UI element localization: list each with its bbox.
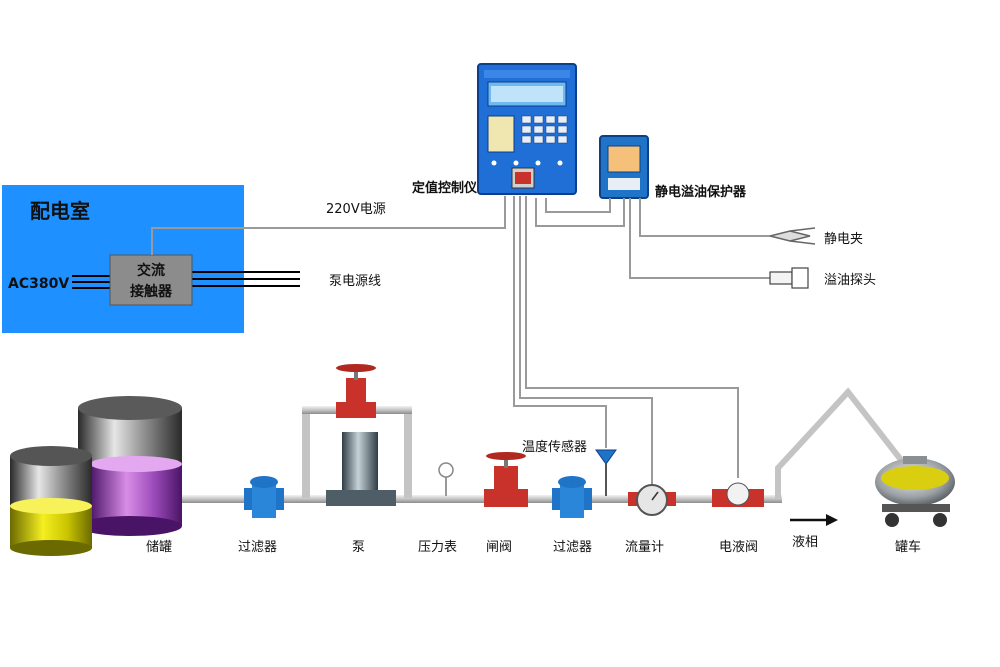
controller-label: 定值控制仪 — [411, 180, 478, 196]
supply-220v-label: 220V电源 — [326, 202, 386, 217]
pressure-gauge-label: 压力表 — [418, 540, 457, 555]
controller-header — [484, 70, 570, 78]
protector-label: 静电溢油保护器 — [655, 184, 747, 200]
filter-2 — [552, 476, 592, 518]
filter-1-cap — [250, 476, 278, 488]
temp-sensor-head — [595, 449, 617, 465]
tank-truck-label: 罐车 — [895, 539, 921, 555]
tank-front-bottom — [10, 540, 92, 556]
gauge-dial — [438, 462, 454, 478]
truck-chassis — [882, 504, 950, 512]
bypass-right — [404, 406, 412, 498]
flow-meter-label: 流量计 — [625, 540, 664, 555]
filter-2-cap — [558, 476, 586, 488]
controller-screen — [491, 86, 563, 102]
flow-direction-arrow — [790, 514, 838, 526]
overflow-protector-device — [599, 135, 649, 199]
room-title: 配电室 — [30, 199, 90, 223]
protector-display — [607, 145, 641, 173]
tank-back-bottom — [78, 516, 182, 536]
solenoid-valve — [712, 482, 764, 507]
gate-valve-label: 闸阀 — [486, 540, 512, 555]
terminal-red — [515, 172, 531, 184]
solenoid-valve-head — [726, 482, 750, 506]
bypass-gate-valve — [336, 364, 376, 418]
protector-panel — [608, 178, 640, 190]
supply-wire — [151, 196, 506, 255]
pump-base — [326, 490, 396, 506]
overflow-probe — [769, 267, 809, 289]
storage-tanks — [10, 396, 182, 556]
power-input-lines — [72, 271, 300, 289]
bypass-valve-bonnet — [346, 378, 366, 406]
pressure-gauge — [438, 462, 454, 496]
tank-back-top — [78, 396, 182, 420]
temp-sensor-label: 温度传感器 — [522, 439, 587, 455]
controller-field-wires — [513, 196, 739, 486]
pump — [326, 432, 396, 506]
filter-2-label: 过滤器 — [553, 540, 592, 555]
static-clamp-label: 静电夹 — [824, 232, 863, 247]
contactor-label-1: 交流 — [137, 262, 165, 279]
gate-valve — [484, 452, 528, 507]
tank-back-surface — [90, 456, 182, 472]
protector-wires — [535, 198, 770, 279]
truck-riser — [775, 387, 908, 499]
pump-label: 泵 — [352, 540, 365, 555]
contactor-box — [109, 254, 193, 306]
gate-valve-stem — [504, 454, 508, 468]
truck-wheel-left — [885, 513, 899, 527]
bypass-valve-wheel — [336, 364, 376, 372]
storage-tank-label: 储罐 — [146, 540, 172, 555]
liquid-phase-label: 液相 — [792, 535, 818, 550]
temperature-sensor — [595, 449, 617, 496]
tank-truck — [875, 456, 955, 527]
keypad — [521, 115, 568, 144]
main-pipe — [170, 495, 782, 503]
bypass-valve-stem — [354, 368, 358, 380]
truck-tank-liquid — [881, 466, 949, 490]
controller-device — [477, 63, 577, 195]
bypass-left — [302, 406, 310, 498]
tank-front-top — [10, 446, 92, 466]
gate-valve-wheel — [486, 452, 526, 460]
tank-front-surface — [10, 498, 92, 514]
pump-power-label: 泵电源线 — [329, 274, 381, 289]
gate-valve-bonnet — [494, 466, 518, 494]
static-clamp — [769, 227, 816, 245]
distribution-room: 配电室 AC380V 交流 接触器 — [2, 185, 300, 333]
filter-1-label: 过滤器 — [238, 540, 277, 555]
filter-1 — [244, 476, 284, 518]
solenoid-valve-label: 电液阀 — [719, 540, 758, 555]
tank-back-liquid — [90, 464, 182, 526]
flow-meter — [628, 484, 676, 516]
overflow-probe-label: 溢油探头 — [824, 273, 876, 288]
pump-motor — [342, 432, 378, 494]
card-reader — [487, 115, 515, 153]
truck-hatch — [903, 456, 927, 464]
truck-wheel-right — [933, 513, 947, 527]
contactor-label-2: 接触器 — [130, 283, 173, 300]
flow-meter-needle — [651, 491, 659, 501]
power-label: AC380V — [8, 276, 69, 292]
indicator-lights — [491, 160, 563, 166]
